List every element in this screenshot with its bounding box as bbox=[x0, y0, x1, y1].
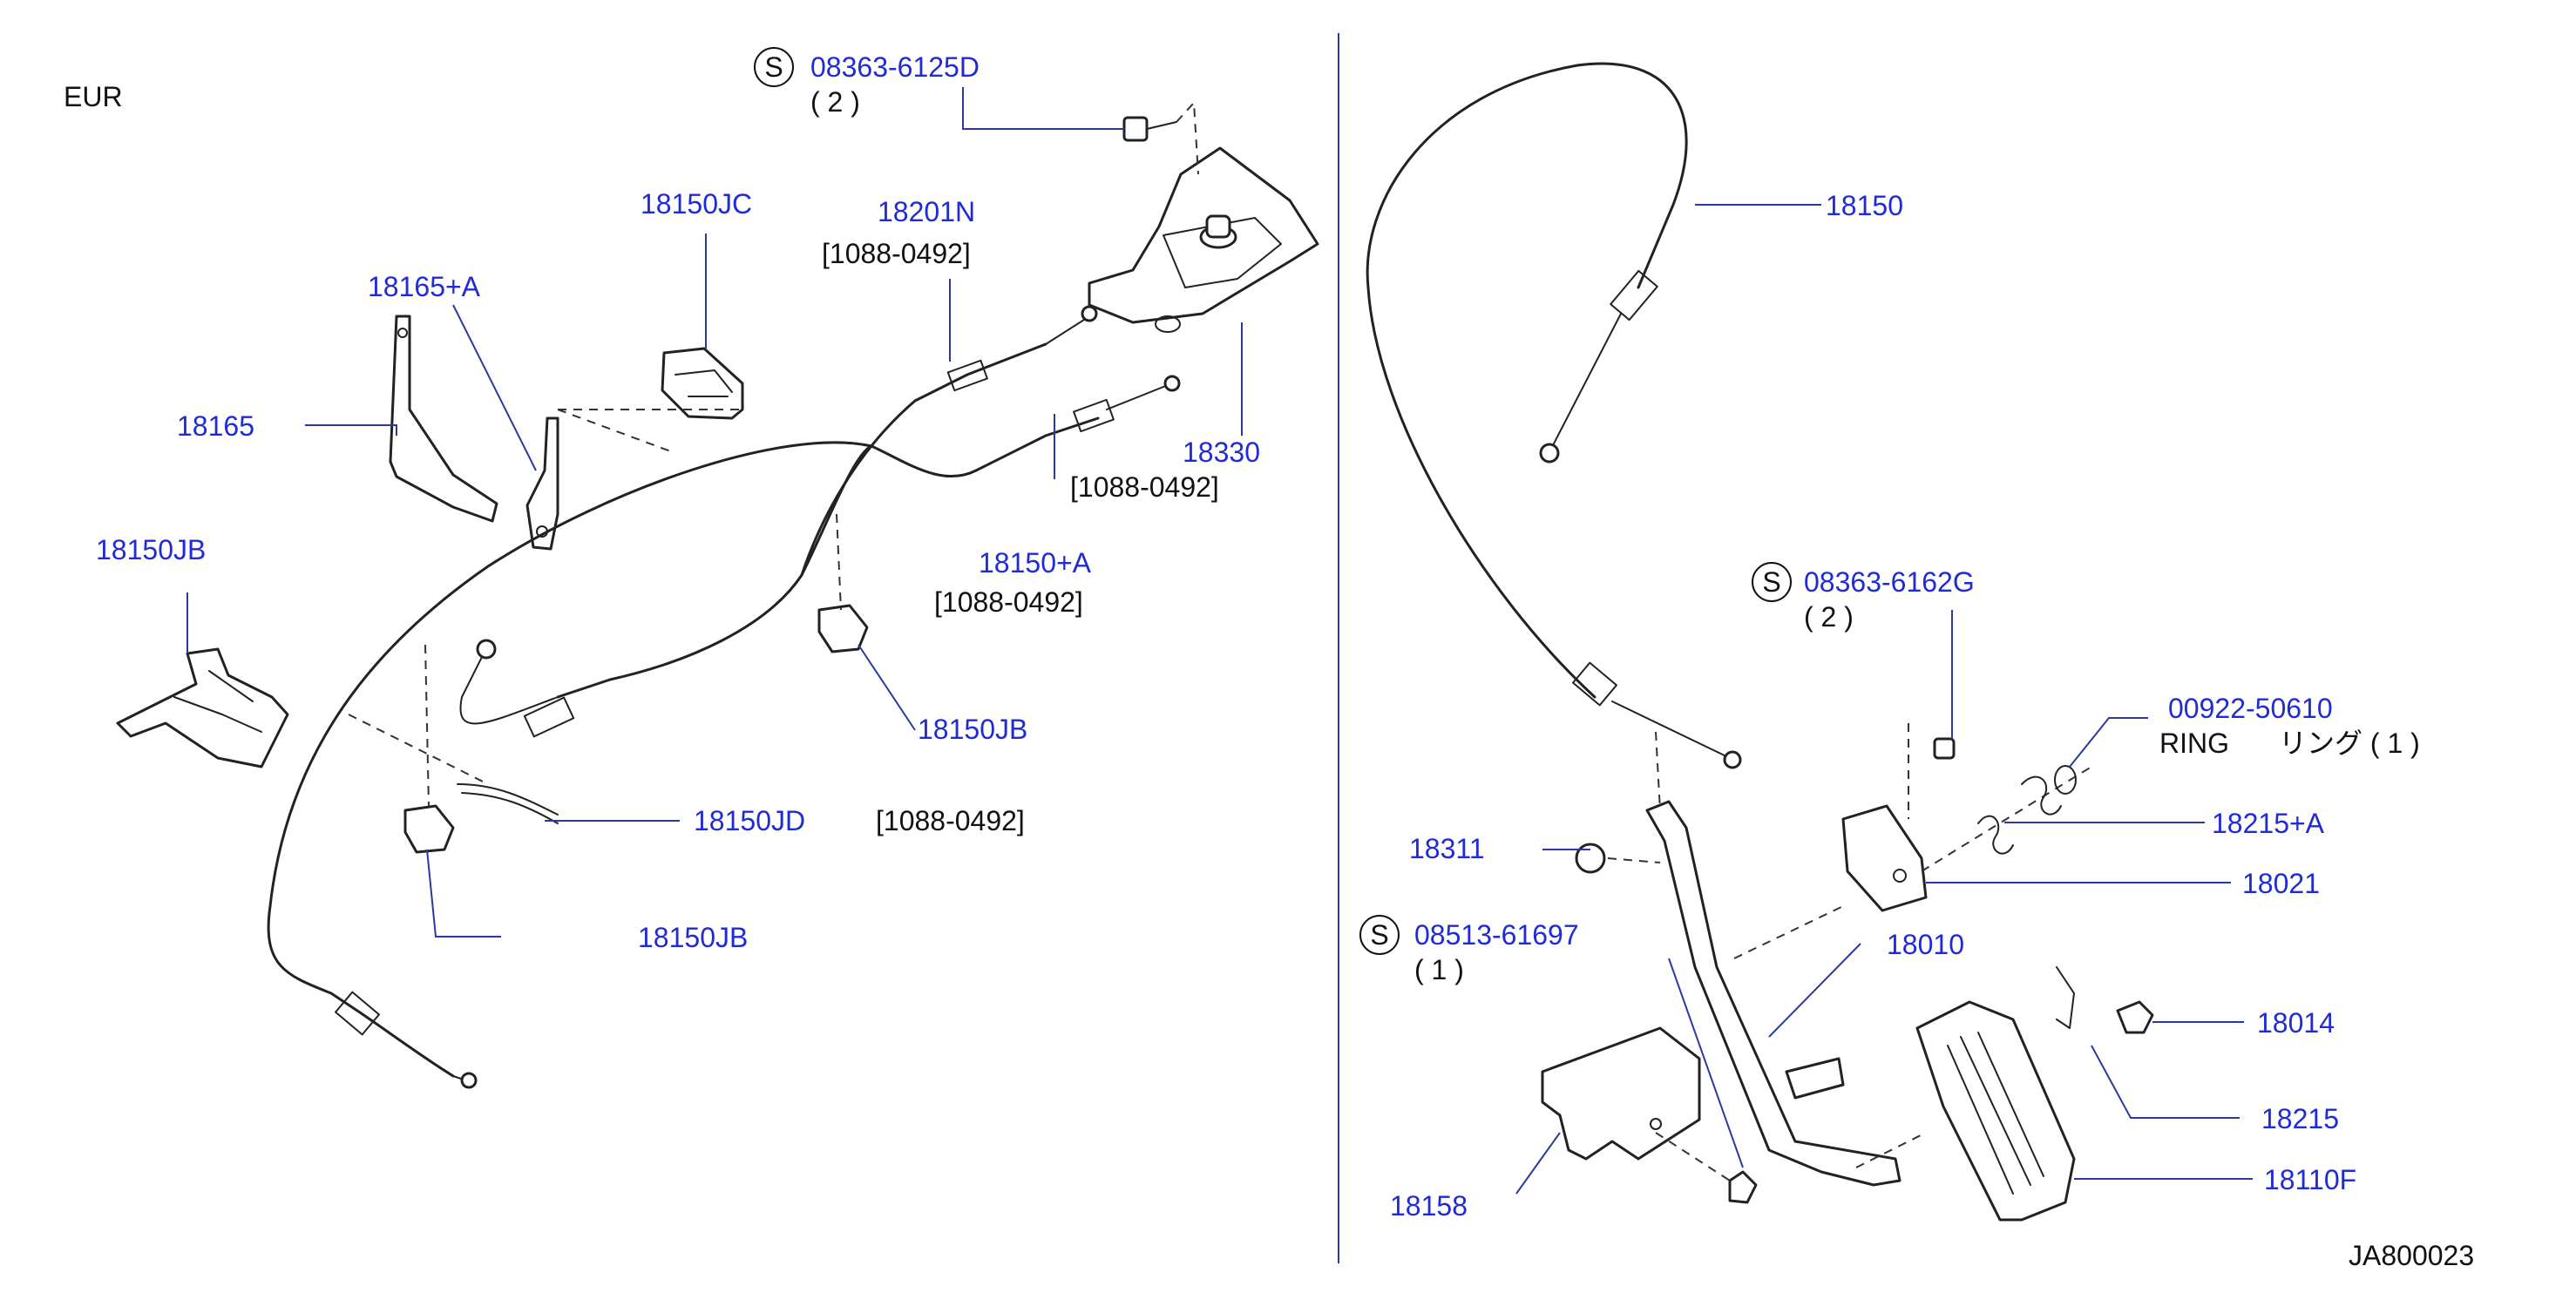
label-18150jc: 18150JC bbox=[641, 188, 752, 220]
label-18201n: 18201N bbox=[878, 196, 975, 227]
spring-18215 bbox=[2056, 966, 2075, 1029]
region-label: EUR bbox=[64, 81, 123, 112]
label-00922-50610: 00922-50610 bbox=[2168, 693, 2333, 724]
label-ring-jp: リング ( 1 ) bbox=[2279, 728, 2420, 759]
label-18150a: 18150+A bbox=[979, 547, 1092, 579]
clip-18150jb-mid bbox=[817, 604, 869, 653]
label-18215a: 18215+A bbox=[2212, 808, 2325, 839]
drawing-left bbox=[116, 100, 1319, 1089]
label-18165: 18165 bbox=[177, 410, 254, 442]
label-18150jd: 18150JD bbox=[694, 805, 805, 836]
leader-lines bbox=[186, 87, 2253, 1195]
label-18150jb-mid: 18150JB bbox=[918, 714, 1027, 745]
bracket-18165a bbox=[525, 416, 559, 551]
spring-18215a bbox=[1977, 815, 2014, 855]
label-18150jb-low: 18150JB bbox=[638, 922, 748, 953]
label-08363-6125d-qty: ( 2 ) bbox=[810, 86, 860, 118]
screw-08363-6162g bbox=[1933, 737, 1956, 760]
label-18215: 18215 bbox=[2261, 1103, 2339, 1134]
label-08363-6125d: 08363-6125D bbox=[810, 51, 980, 83]
screw-symbol-1-letter: S bbox=[764, 51, 783, 83]
screw-symbol-3-letter: S bbox=[1370, 919, 1388, 951]
label-18110f: 18110F bbox=[2264, 1164, 2356, 1195]
label-08363-6162g-qty: ( 2 ) bbox=[1804, 601, 1854, 633]
cable-main-left bbox=[267, 441, 873, 1078]
label-18150: 18150 bbox=[1826, 190, 1903, 221]
label-ring-en: RING bbox=[2159, 728, 2229, 759]
label-18150jb-left: 18150JB bbox=[96, 534, 206, 565]
label-18021: 18021 bbox=[2242, 868, 2320, 899]
screw-symbol-3: S bbox=[1359, 915, 1400, 955]
label-18311: 18311 bbox=[1409, 833, 1485, 864]
diagram-id: JA800023 bbox=[2349, 1240, 2474, 1271]
bracket-18021 bbox=[1841, 804, 1928, 912]
screw-symbol-2: S bbox=[1752, 562, 1792, 602]
bolt-08513-61697 bbox=[1728, 1170, 1758, 1204]
screw-symbol-2-letter: S bbox=[1762, 566, 1780, 598]
drawing-right bbox=[1366, 62, 2154, 1222]
label-18165a: 18165+A bbox=[368, 271, 481, 302]
label-18201n-range: [1088-0492] bbox=[822, 238, 971, 269]
pedal-arm-18010 bbox=[1645, 800, 1901, 1187]
label-08363-6162g: 08363-6162G bbox=[1804, 566, 1975, 598]
label-18014: 18014 bbox=[2257, 1007, 2335, 1039]
bushing-18311 bbox=[1575, 843, 1606, 874]
bracket-18165 bbox=[389, 315, 498, 523]
label-18010: 18010 bbox=[1887, 929, 1964, 960]
stopper-18014 bbox=[2116, 1000, 2154, 1034]
clip-18150jb-low bbox=[403, 804, 455, 854]
label-18158: 18158 bbox=[1390, 1190, 1468, 1222]
label-18150jd-range: [1088-0492] bbox=[876, 805, 1025, 836]
screw-08363-6125d bbox=[1122, 116, 1177, 142]
label-08513-61697-qty: ( 1 ) bbox=[1414, 954, 1464, 985]
label-18330-range: [1088-0492] bbox=[1070, 471, 1219, 503]
ring-00922-50610 bbox=[2054, 765, 2077, 795]
cover-18158 bbox=[1541, 1026, 1701, 1161]
cable-18150 bbox=[1366, 62, 1688, 699]
label-18330: 18330 bbox=[1183, 437, 1260, 468]
clip-18150jc bbox=[661, 347, 744, 420]
label-08513-61697: 08513-61697 bbox=[1414, 919, 1579, 951]
screw-symbol-1: S bbox=[754, 47, 794, 87]
label-18150a-range: [1088-0492] bbox=[934, 586, 1083, 618]
wire-18150jd bbox=[457, 783, 559, 816]
labels: EUR 08363-6125D ( 2 ) 18150JC 18201N [10… bbox=[64, 51, 2474, 1271]
